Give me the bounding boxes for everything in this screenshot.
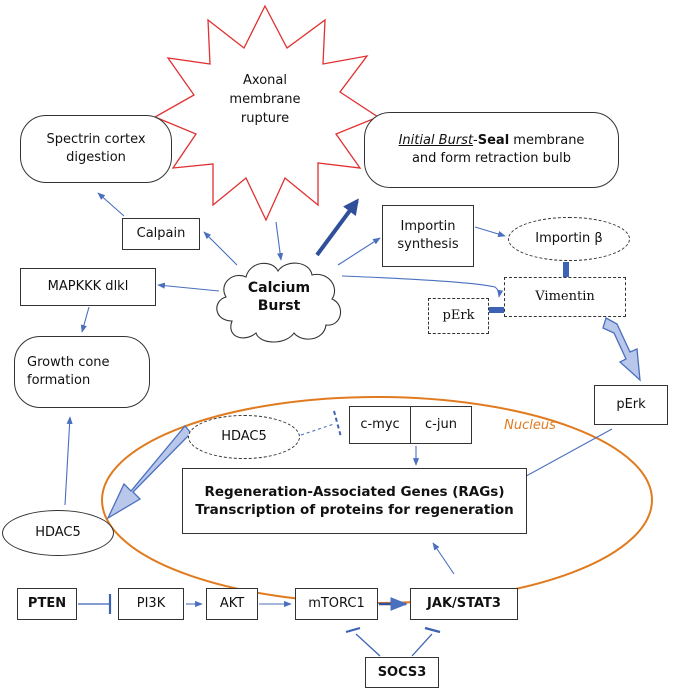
arrow-burst-to-initialburst bbox=[315, 198, 359, 257]
arrow-mapkkk-to-growthcone bbox=[80, 306, 90, 333]
arrow-burst-to-mapkkk bbox=[157, 282, 220, 292]
rags-line1: Regeneration-Associated Genes (RAGs) bbox=[204, 483, 505, 500]
spectrin-node[interactable]: Spectrin cortex digestion bbox=[20, 115, 172, 183]
perk-vimentin-link bbox=[489, 307, 504, 313]
importin-beta-node[interactable]: Importin β bbox=[508, 217, 630, 261]
rags-node[interactable]: Regeneration-Associated Genes (RAGs) Tra… bbox=[182, 468, 527, 534]
rags-line2: Transcription of proteins for regenerati… bbox=[195, 502, 514, 518]
arrow-burst-to-importin bbox=[337, 237, 381, 266]
inhibit-socs3-mtorc1-bar bbox=[345, 626, 361, 634]
inhibit-socs3-jakstat bbox=[411, 633, 433, 657]
importin-vimentin-link bbox=[563, 262, 569, 277]
block-arrow-hdac5-export bbox=[106, 424, 192, 520]
inhibit-socs3-mtorc1 bbox=[355, 633, 381, 657]
initial-burst-italic: Initial Burst bbox=[398, 133, 474, 149]
pi3k-node[interactable]: PI3K bbox=[118, 588, 184, 620]
perk-inner-node[interactable]: pErk bbox=[428, 298, 489, 334]
arrow-hdac5-to-growthcone bbox=[64, 416, 73, 506]
initial-burst-seal: Seal bbox=[477, 133, 510, 149]
calcium-burst-label: Calcium Burst bbox=[247, 280, 311, 315]
initial-burst-rest: membrane and form retraction bulb bbox=[411, 133, 585, 166]
arrow-burst-to-perk bbox=[341, 275, 504, 298]
vimentin-node[interactable]: Vimentin bbox=[504, 277, 626, 317]
inhibit-hdac5-myc bbox=[300, 423, 335, 436]
arrow-rupture-to-burst bbox=[275, 221, 284, 261]
initial-burst-node[interactable]: Initial Burst-Seal membrane and form ret… bbox=[364, 112, 619, 188]
axonal-rupture-label: Axonal membrane rupture bbox=[229, 73, 301, 126]
importin-synthesis-node[interactable]: Importin synthesis bbox=[382, 205, 474, 267]
mapkkk-node[interactable]: MAPKKK dlkl bbox=[20, 268, 156, 306]
jakstat3-node[interactable]: JAK/STAT3 bbox=[410, 588, 518, 620]
block-arrow-vimentin-to-perk bbox=[602, 317, 641, 382]
calcium-burst-cloud[interactable]: Calcium Burst bbox=[210, 255, 348, 345]
pten-node[interactable]: PTEN bbox=[17, 588, 77, 620]
nucleus-label: Nucleus bbox=[504, 418, 556, 433]
mtorc1-node[interactable]: mTORC1 bbox=[295, 588, 378, 620]
inhibit-socs3-jakstat-bar bbox=[424, 626, 441, 634]
cmyc-node[interactable]: c-myc bbox=[349, 406, 411, 444]
growth-cone-node[interactable]: Growth cone formation bbox=[14, 336, 150, 408]
calpain-node[interactable]: Calpain bbox=[122, 218, 200, 250]
hdac5-nucleus-node[interactable]: HDAC5 bbox=[188, 415, 300, 459]
axonal-rupture-starburst bbox=[153, 4, 380, 222]
arrow-burst-to-calpain bbox=[203, 231, 238, 266]
initial-burst-dash: - bbox=[473, 133, 478, 149]
cjun-node[interactable]: c-jun bbox=[410, 406, 472, 444]
socs3-node[interactable]: SOCS3 bbox=[365, 657, 439, 688]
inhibit-hdac5-myc-bar bbox=[333, 410, 342, 438]
perk-outer-node[interactable]: pErk bbox=[594, 385, 668, 425]
arrow-importin-to-importinbeta bbox=[474, 226, 506, 237]
akt-node[interactable]: AKT bbox=[206, 588, 258, 620]
arrow-jakstat-to-rags bbox=[432, 542, 455, 575]
hdac5-outer-node[interactable]: HDAC5 bbox=[2, 510, 114, 556]
cloud-shape bbox=[216, 262, 342, 343]
arrow-calpain-to-spectrin bbox=[97, 192, 125, 217]
